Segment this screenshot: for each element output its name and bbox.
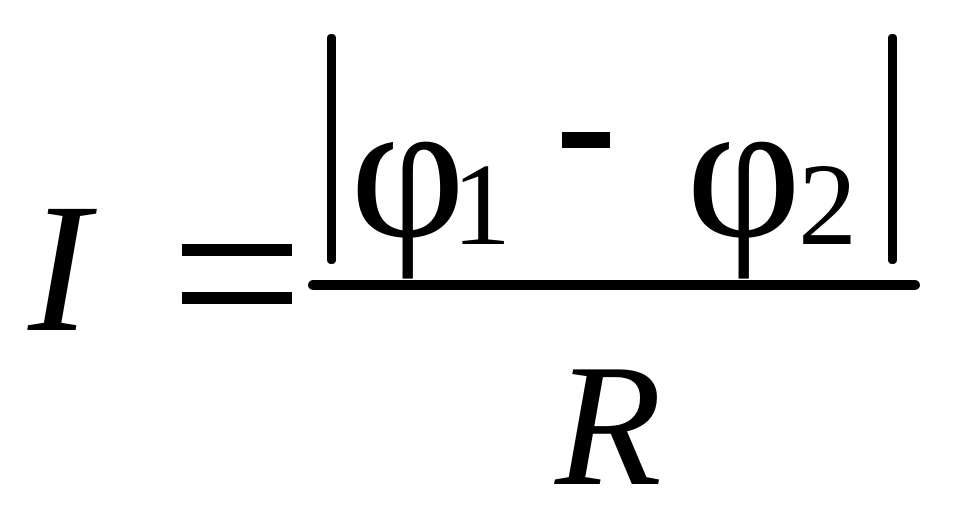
resistance-variable: R bbox=[555, 328, 662, 522]
fraction-bar bbox=[308, 280, 920, 290]
potential-1-symbol: φ bbox=[350, 59, 466, 280]
abs-bar-left bbox=[327, 34, 336, 264]
potential-1-subscript: 1 bbox=[452, 139, 511, 270]
potential-2-symbol: φ bbox=[686, 59, 802, 280]
equals-bar-bottom bbox=[182, 292, 292, 304]
equals-bar-top bbox=[182, 244, 292, 256]
potential-2-subscript: 2 bbox=[798, 139, 857, 270]
minus-sign bbox=[562, 132, 610, 148]
current-variable: I bbox=[28, 166, 90, 371]
abs-bar-right bbox=[888, 34, 897, 264]
